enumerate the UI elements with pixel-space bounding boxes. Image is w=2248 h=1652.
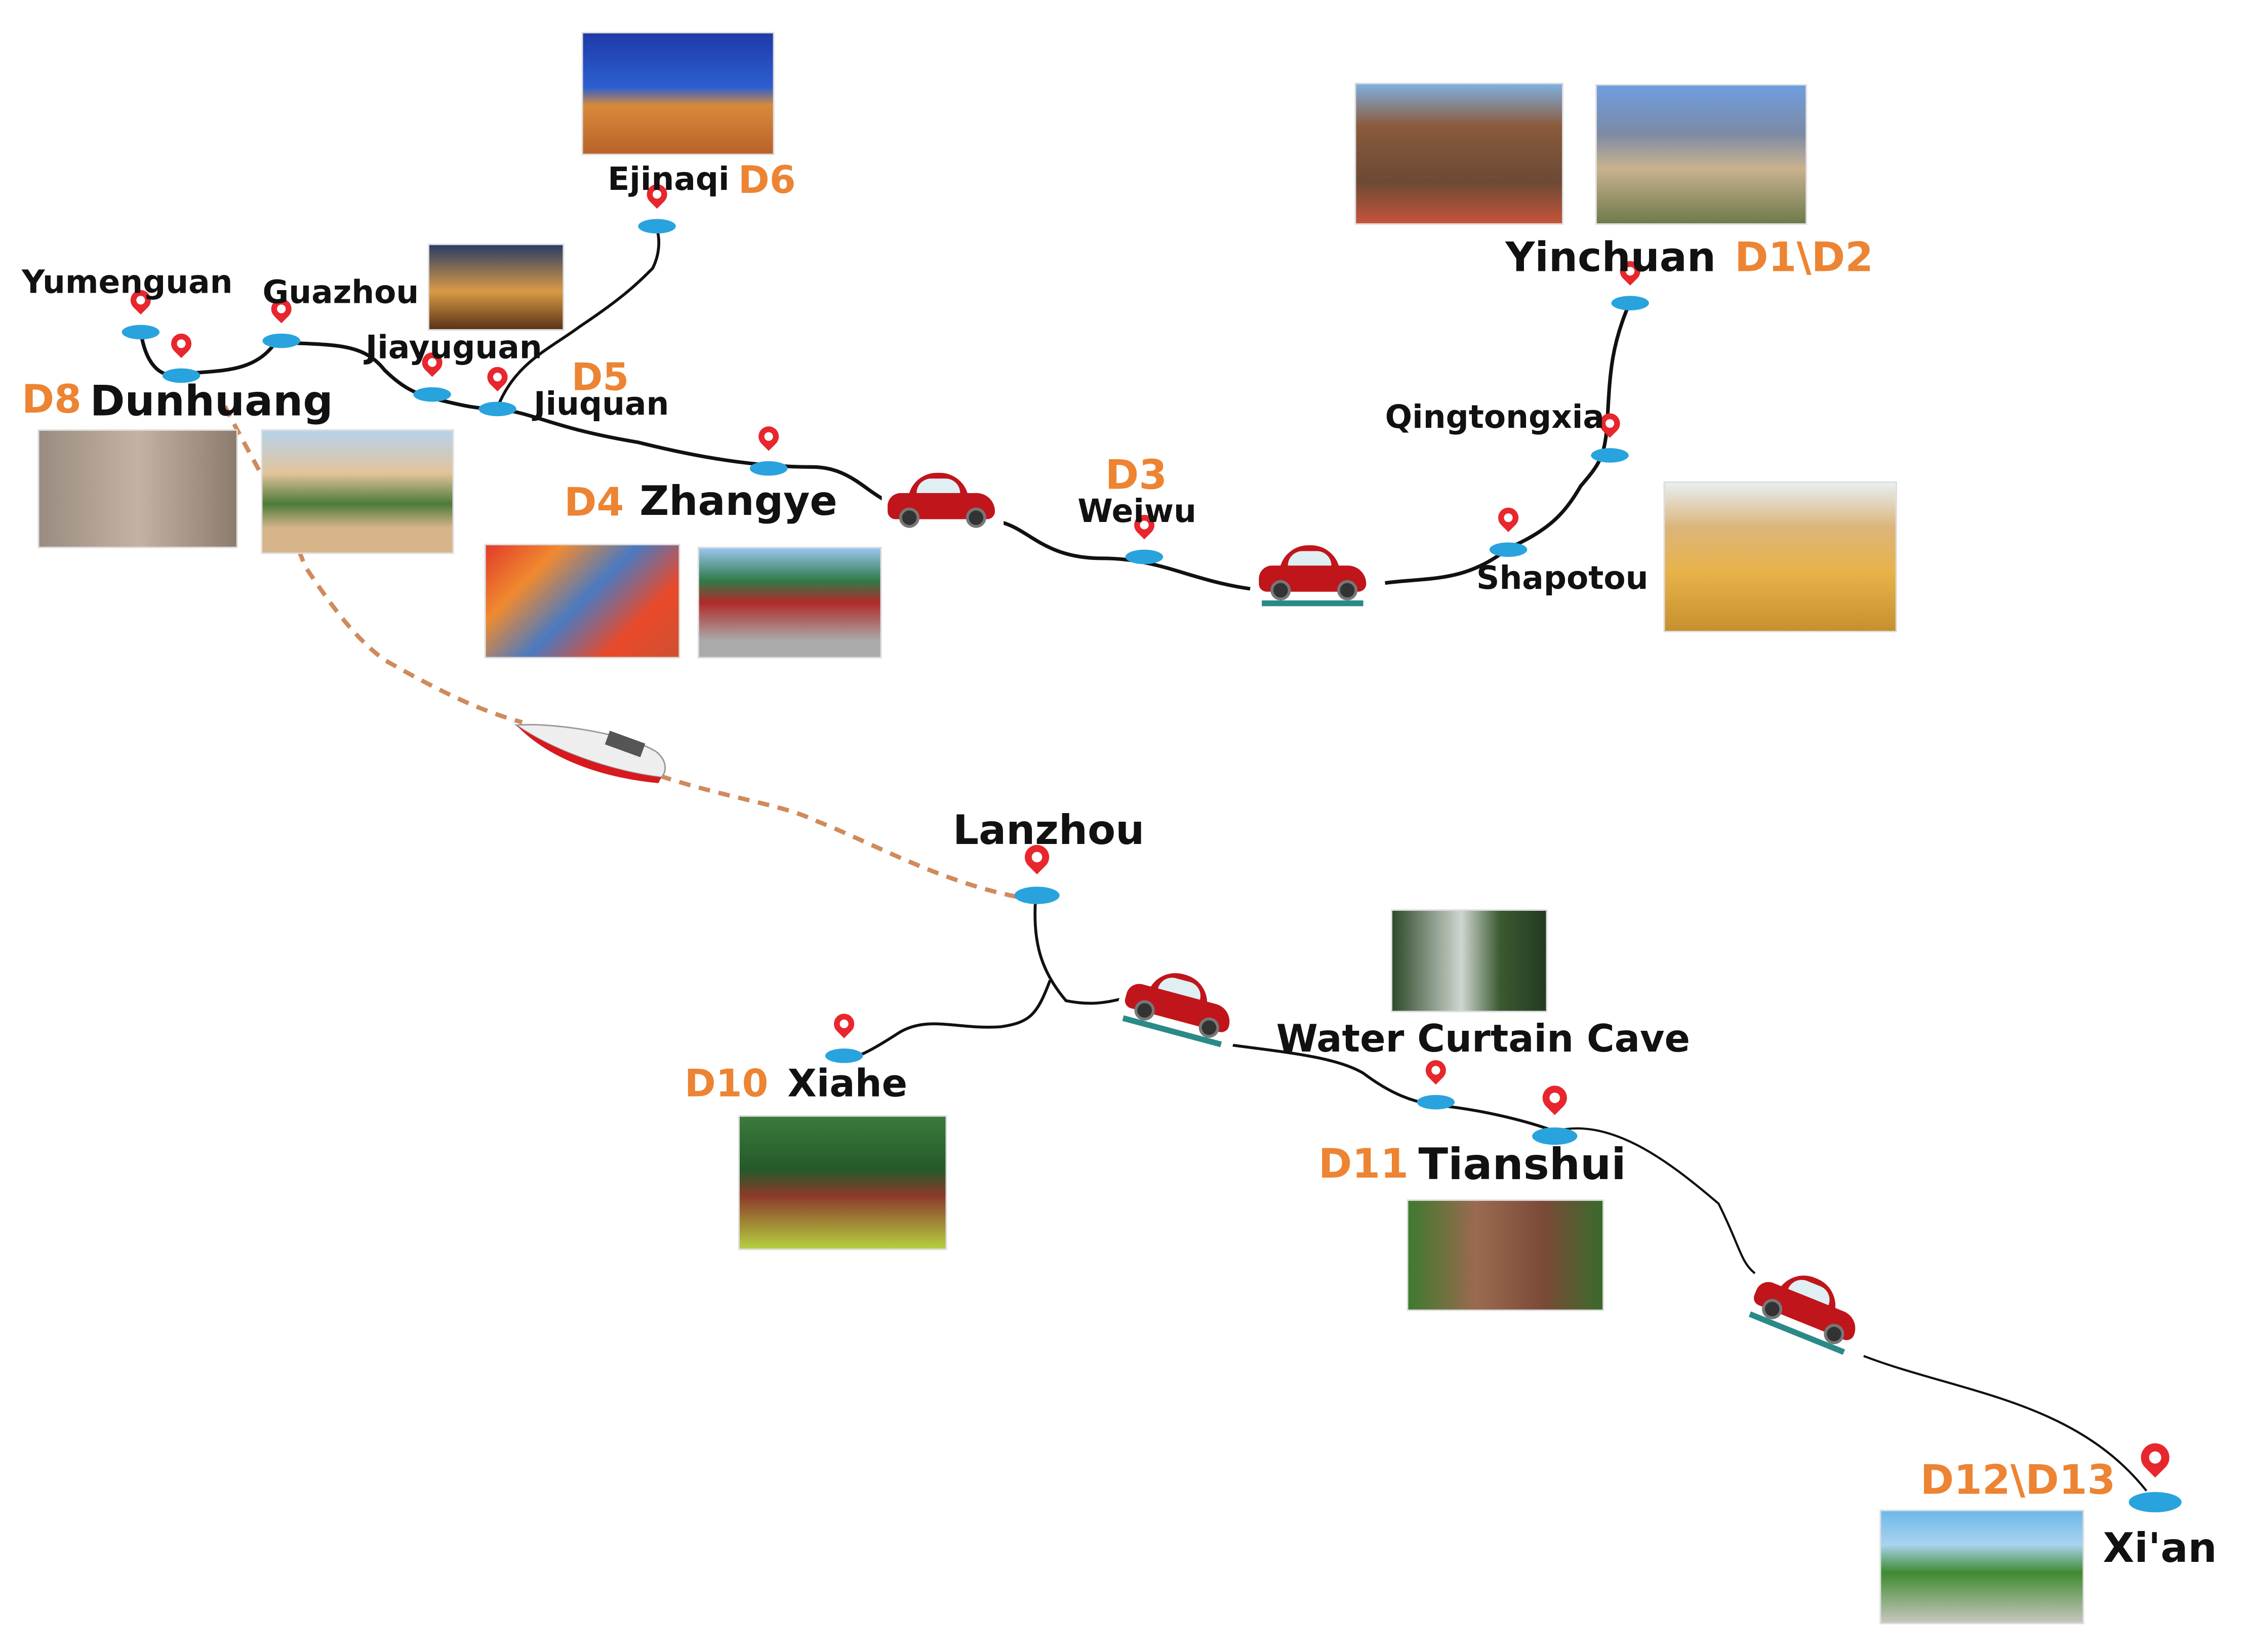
- pin-weiwu[interactable]: [1125, 510, 1163, 565]
- label-shapotou: Shapotou: [1476, 561, 1649, 598]
- label-water-curtain-cave: Water Curtain Cave: [1276, 1018, 1691, 1062]
- pin-zhangye[interactable]: [749, 422, 788, 476]
- label-zhangye: Zhangye: [639, 477, 837, 525]
- label-jiayuguan: Jiayuguan: [365, 331, 542, 367]
- road-route-xian: [1554, 1127, 2148, 1492]
- day-label-d6: D6: [738, 159, 796, 204]
- pin-qingtongxia[interactable]: [1591, 409, 1629, 463]
- pin-shapotou[interactable]: [1489, 503, 1528, 557]
- label-qingtongxia: Qingtongxia: [1385, 400, 1604, 437]
- train-icon: [514, 723, 666, 783]
- road-route-ningxia: [1385, 301, 1632, 585]
- dunhuang-photo-2: [261, 429, 454, 554]
- label-lanzhou: Lanzhou: [952, 806, 1145, 855]
- day-label-d10: D10: [685, 1063, 769, 1107]
- pin-water-curtain-cave[interactable]: [1417, 1056, 1455, 1110]
- guazhou-photo: [428, 244, 565, 331]
- label-dunhuang: Dunhuang: [90, 376, 333, 426]
- label-weiwu: Weiwu: [1077, 494, 1197, 531]
- ejinaqi-photo: [581, 32, 775, 155]
- xian-photo: [1879, 1509, 2084, 1625]
- pin-xian[interactable]: [2129, 1437, 2182, 1513]
- pin-jiayuguan[interactable]: [413, 348, 451, 402]
- road-route-ejinaqi: [496, 228, 661, 408]
- zhangye-photo-2: [697, 546, 882, 659]
- label-tianshui: Tianshui: [1418, 1140, 1626, 1191]
- pin-guazhou[interactable]: [262, 294, 300, 348]
- pin-yinchuan[interactable]: [1611, 257, 1649, 311]
- yinchuan-photo-2: [1595, 84, 1808, 225]
- day-label-d5: D5: [571, 356, 629, 400]
- label-xian: Xi'an: [2103, 1524, 2217, 1573]
- label-xiahe: Xiahe: [787, 1063, 908, 1107]
- label-yumenguan: Yumenguan: [21, 265, 233, 302]
- pin-jiuquan[interactable]: [478, 362, 516, 417]
- pin-dunhuang[interactable]: [162, 329, 200, 383]
- label-yinchuan: Yinchuan: [1505, 233, 1716, 281]
- dunhuang-photo-1: [37, 429, 238, 548]
- car-icon: [881, 467, 1004, 540]
- road-route-tianshui: [1225, 1042, 1555, 1133]
- day-label-d12-d13: D12\D13: [1920, 1456, 2116, 1504]
- pin-lanzhou[interactable]: [1014, 839, 1060, 904]
- label-ejinaqi: Ejinaqi: [608, 162, 730, 199]
- road-route-lanzhou-xiahe: [844, 899, 1132, 1060]
- pin-yumenguan[interactable]: [122, 286, 160, 340]
- zhangye-photo-1: [484, 544, 680, 659]
- day-label-d8: D8: [21, 378, 82, 423]
- car-icon: [1253, 539, 1375, 612]
- label-guazhou: Guazhou: [262, 275, 419, 312]
- road-route-weiwu: [1000, 520, 1251, 591]
- tianshui-photo: [1407, 1199, 1604, 1311]
- day-label-d11: D11: [1318, 1140, 1409, 1188]
- water-curtain-cave-photo: [1391, 909, 1548, 1013]
- yinchuan-photo-1: [1354, 83, 1563, 225]
- pin-tianshui[interactable]: [1532, 1080, 1578, 1145]
- day-label-d1-d2: D1\D2: [1734, 233, 1874, 281]
- day-label-d3: D3: [1105, 451, 1168, 499]
- pin-ejinaqi[interactable]: [638, 180, 676, 234]
- shapotou-photo: [1663, 481, 1897, 632]
- label-jiuquan: Jiuquan: [534, 387, 669, 424]
- day-label-d4: D4: [564, 480, 624, 526]
- xiahe-photo: [738, 1115, 947, 1251]
- pin-xiahe[interactable]: [825, 1009, 863, 1063]
